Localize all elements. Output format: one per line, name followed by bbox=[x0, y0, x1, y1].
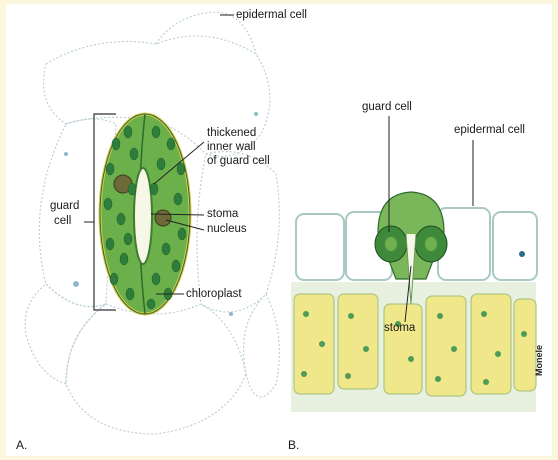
figure-frame: epidermal cell guard cell thickened inne… bbox=[6, 4, 552, 456]
label-epidermal-cell-a: epidermal cell bbox=[236, 9, 307, 22]
panel-letter-a: A. bbox=[16, 438, 27, 452]
mesophyll-b bbox=[291, 282, 536, 412]
label-stoma-b: stoma bbox=[384, 322, 415, 335]
label-stoma-a: stoma bbox=[207, 208, 238, 221]
label-guard-cell-b: guard cell bbox=[362, 101, 412, 114]
stomata-illustration bbox=[6, 4, 552, 456]
label-epidermal-cell-b: epidermal cell bbox=[454, 124, 525, 137]
stoma-pore-a bbox=[134, 168, 152, 264]
label-guard-cell-a-2: cell bbox=[54, 215, 71, 228]
label-guard-cell-a-1: guard bbox=[50, 200, 79, 213]
label-chloroplast: chloroplast bbox=[186, 288, 242, 301]
nucleus-right bbox=[155, 210, 171, 226]
panel-letter-b: B. bbox=[288, 438, 299, 452]
label-thickened-1: thickened bbox=[207, 127, 256, 140]
artist-signature: Monele bbox=[534, 345, 544, 376]
label-nucleus: nucleus bbox=[207, 223, 247, 236]
label-thickened-3: of guard cell bbox=[207, 155, 270, 168]
label-thickened-2: inner wall bbox=[207, 141, 256, 154]
